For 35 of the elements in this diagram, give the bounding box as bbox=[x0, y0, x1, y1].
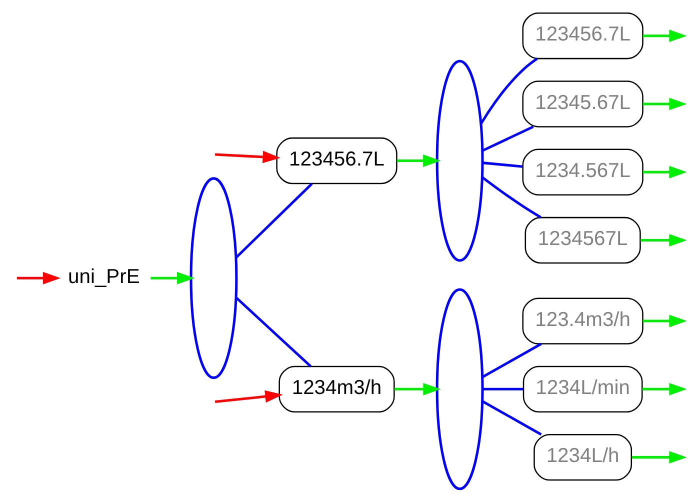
node-box: 1234.567L bbox=[522, 148, 643, 196]
arrow bbox=[396, 154, 440, 167]
node-ellipse bbox=[435, 60, 484, 262]
arrow bbox=[642, 98, 686, 110]
node-text: uni_PrE bbox=[68, 266, 140, 288]
connector bbox=[481, 342, 542, 378]
connector bbox=[235, 297, 312, 368]
arrow bbox=[214, 150, 280, 164]
arrow bbox=[631, 451, 686, 464]
arrow bbox=[150, 272, 194, 284]
node-box: 123.4m3/h bbox=[522, 298, 643, 344]
node-box: 1234m3/h bbox=[278, 366, 394, 413]
connector bbox=[482, 388, 523, 390]
arrow bbox=[642, 382, 686, 396]
node-box: 1234567L bbox=[524, 216, 640, 264]
node-box: 1234L/min bbox=[522, 366, 642, 413]
arrow bbox=[394, 382, 440, 396]
connector bbox=[481, 400, 542, 436]
node-ellipse bbox=[435, 288, 484, 490]
connector bbox=[481, 176, 541, 218]
arrow bbox=[642, 314, 686, 328]
arrow bbox=[16, 272, 60, 284]
connector bbox=[479, 58, 538, 125]
connector bbox=[482, 126, 534, 152]
connector bbox=[482, 162, 522, 168]
arrow bbox=[642, 166, 686, 178]
connector bbox=[234, 182, 312, 259]
node-ellipse bbox=[189, 177, 238, 380]
arrow bbox=[640, 234, 686, 246]
arrow bbox=[642, 30, 686, 42]
node-box: 123456.7L bbox=[276, 137, 397, 184]
arrow bbox=[214, 390, 282, 404]
node-box: 12345.67L bbox=[522, 80, 643, 128]
node-box: 123456.7L bbox=[522, 12, 643, 60]
node-box: 1234L/h bbox=[533, 434, 632, 481]
